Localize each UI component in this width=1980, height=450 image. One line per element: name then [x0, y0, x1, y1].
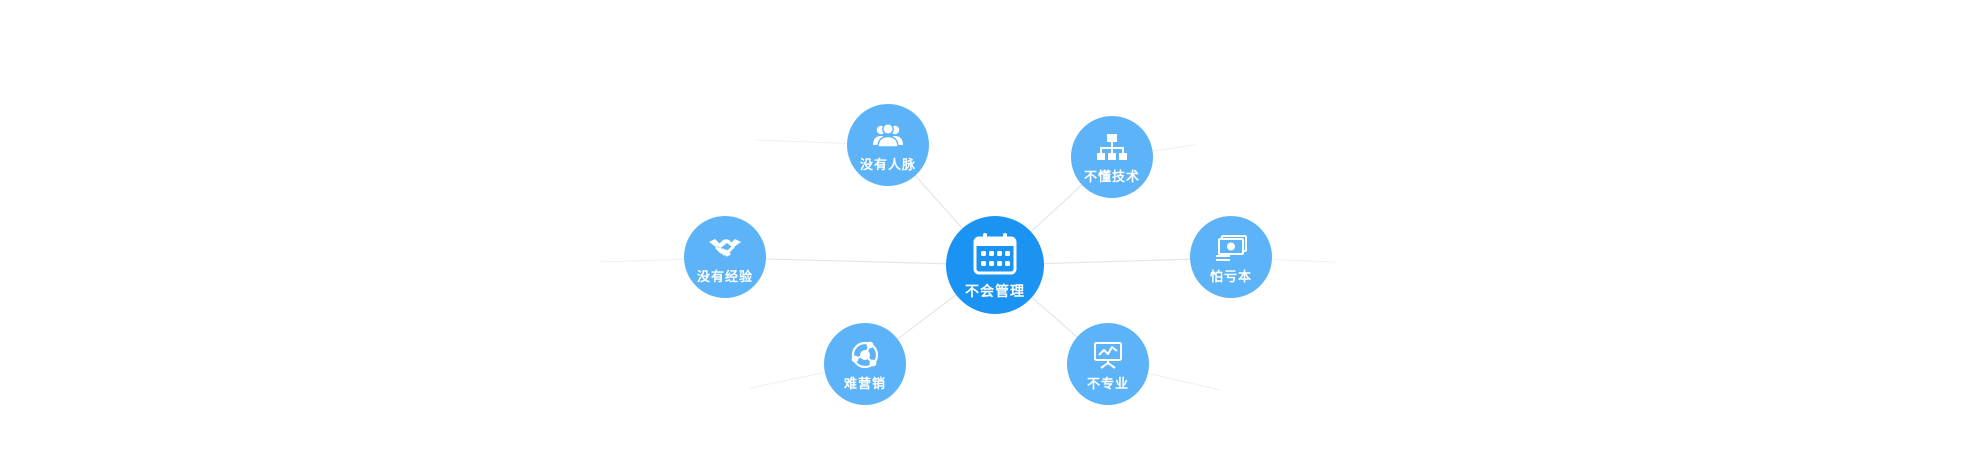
- node-no-experience: 没有经验: [684, 216, 766, 298]
- center-label: 不会管理: [965, 283, 1025, 299]
- money-icon: [1216, 235, 1247, 261]
- node-label: 没有人脉: [859, 157, 916, 172]
- node-label: 不专业: [1086, 376, 1129, 391]
- node-label: 不懂技术: [1083, 169, 1140, 184]
- node-fear-loss: 怕亏本: [1190, 216, 1272, 298]
- share-network-icon: [851, 341, 879, 369]
- node-not-professional: 不专业: [1067, 323, 1149, 405]
- org-chart-icon: [1097, 134, 1127, 160]
- node-label: 怕亏本: [1209, 269, 1252, 284]
- presentation-chart-icon: [1094, 342, 1122, 369]
- handshake-icon: [709, 239, 741, 257]
- people-group-icon: [873, 123, 903, 148]
- node-label: 没有经验: [696, 269, 753, 284]
- calendar-icon: [973, 233, 1017, 275]
- center-node-no-management: 不会管理: [946, 216, 1044, 314]
- node-hard-marketing: 难营销: [824, 323, 906, 405]
- node-no-connections: 没有人脉: [847, 104, 929, 186]
- node-no-tech: 不懂技术: [1071, 116, 1153, 198]
- node-label: 难营销: [843, 376, 886, 391]
